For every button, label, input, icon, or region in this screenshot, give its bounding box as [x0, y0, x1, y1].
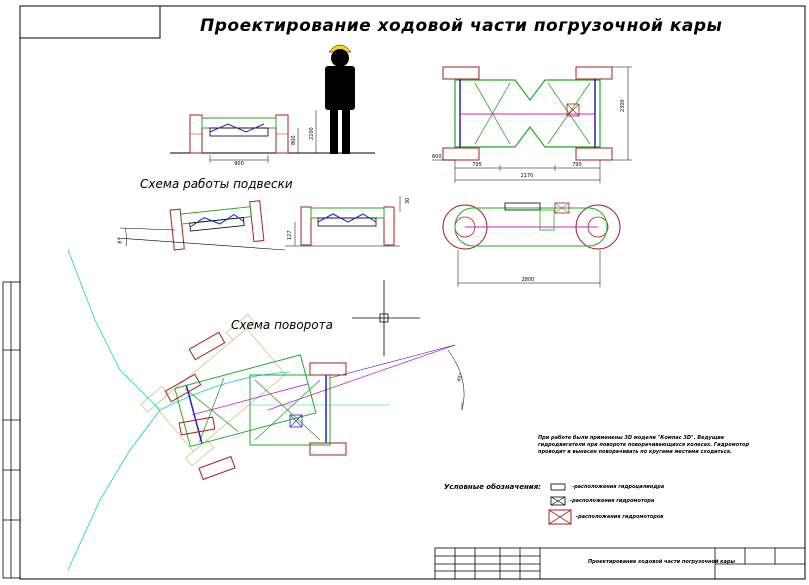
front-view [442, 202, 621, 287]
dim-side-h1: 800 [291, 135, 297, 145]
dim-susp-angle: 8° [117, 237, 124, 244]
dim-front-length: 2800 [522, 277, 535, 283]
explanatory-note: При работе были применены 3D модели "Ком… [538, 435, 750, 455]
sheet-border [19, 5, 806, 580]
dim-top-seg1: 795 [472, 162, 482, 168]
legend-item-motors: -расположения гидромоторов [576, 514, 664, 520]
dim-susp-h: 127 [287, 230, 293, 240]
legend-title: Условные обозначения: [444, 483, 541, 491]
legend-item-motor: -расположения гидромотора [570, 498, 655, 504]
legend-symbols [548, 483, 572, 525]
person-figure [325, 44, 355, 154]
dim-top-small: 600 [432, 154, 442, 160]
cylinder-symbol-icon [550, 483, 566, 491]
crosshair-icon [352, 280, 420, 356]
motors-symbol-icon [548, 509, 572, 525]
title-block [434, 547, 806, 580]
left-margin-strip [2, 281, 21, 579]
dim-susp-h2: 30 [405, 198, 411, 204]
suspension-scheme-label: Схема работы подвески [140, 177, 293, 191]
turning-scheme-label: Схема поворота [231, 318, 333, 332]
suspension-scheme-drawing [116, 196, 401, 251]
dim-side-width: 900 [234, 161, 244, 167]
turning-scheme-drawing [67, 249, 465, 571]
top-stamp-box [19, 5, 161, 39]
top-view [432, 66, 632, 183]
dim-turn-angle: 45° [456, 372, 465, 383]
dim-top-seg2: 2170 [521, 173, 534, 179]
helmet-icon [328, 44, 352, 53]
drawing-title: Проектирование ходовой части погрузочной… [200, 16, 723, 36]
dim-side-h2: 2200 [309, 127, 315, 140]
legend-item-cylinder: -расположения гидроцилиндра [572, 484, 665, 490]
title-block-text: Проектирование ходовой части погрузочной… [588, 559, 736, 565]
motor-symbol-icon [550, 496, 566, 506]
side-view [170, 110, 375, 163]
dim-top-length: 2300 [620, 99, 626, 112]
dim-top-seg3: 795 [572, 162, 582, 168]
